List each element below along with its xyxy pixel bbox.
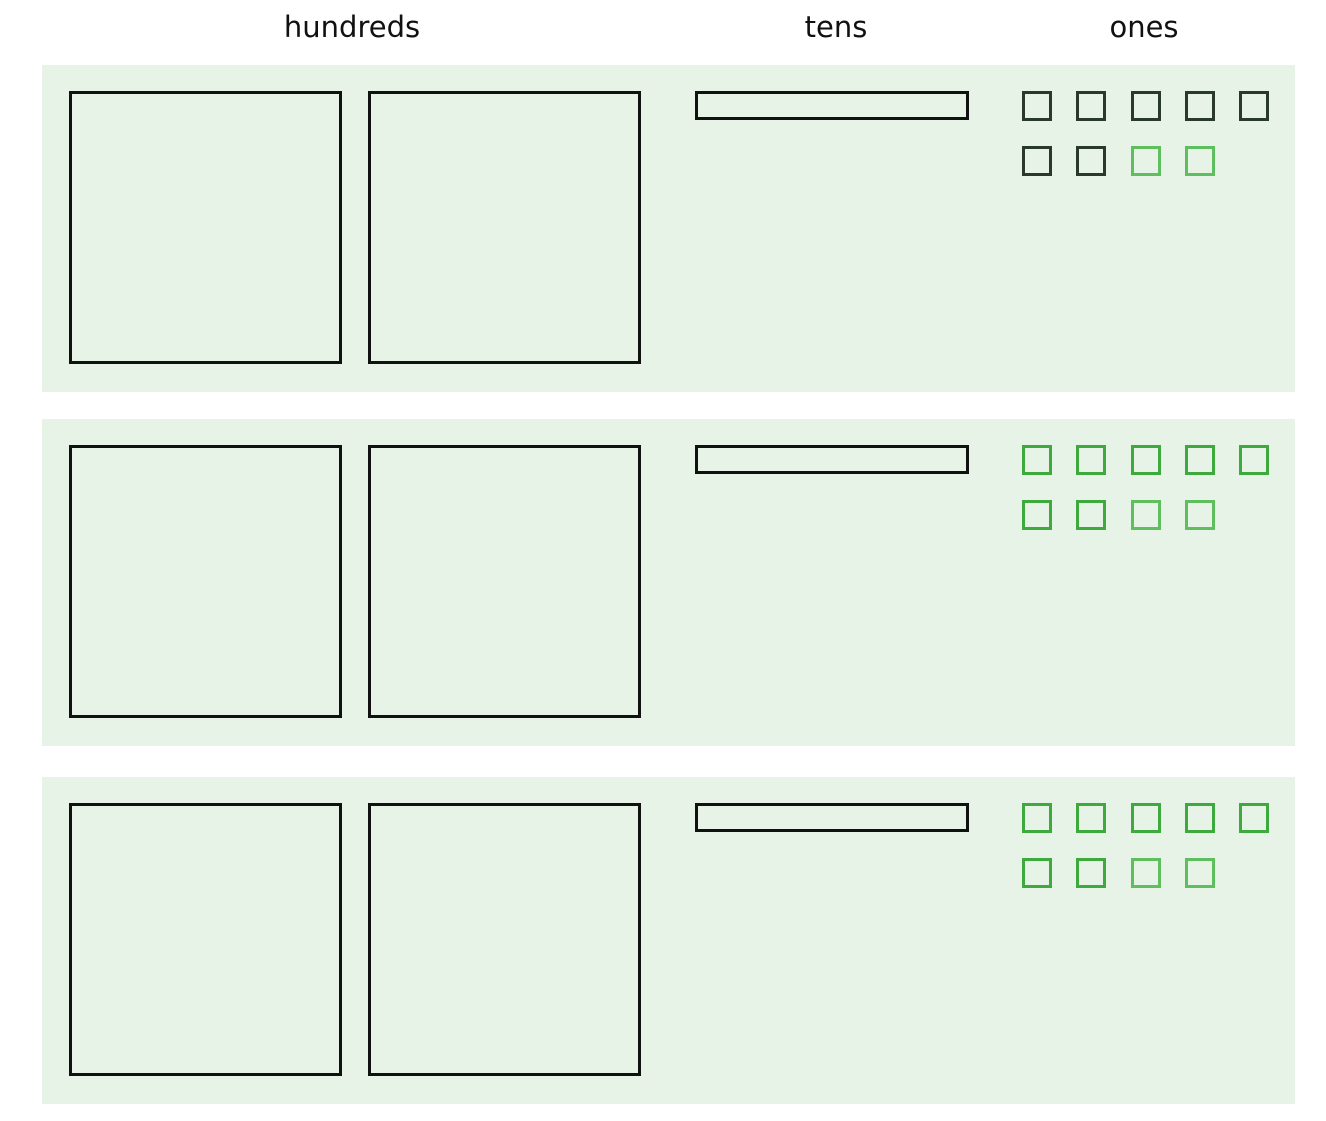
one-cube bbox=[1131, 858, 1161, 888]
hundred-block bbox=[368, 91, 641, 364]
one-cube bbox=[1076, 858, 1106, 888]
one-cube bbox=[1076, 803, 1106, 833]
one-cube bbox=[1185, 146, 1215, 176]
one-cube bbox=[1185, 91, 1215, 121]
one-cube bbox=[1076, 500, 1106, 530]
one-cube bbox=[1185, 803, 1215, 833]
one-cube bbox=[1022, 858, 1052, 888]
one-cube bbox=[1022, 445, 1052, 475]
one-cube bbox=[1239, 803, 1269, 833]
one-cube bbox=[1131, 91, 1161, 121]
one-cube bbox=[1239, 91, 1269, 121]
one-cube bbox=[1131, 146, 1161, 176]
one-cube bbox=[1076, 91, 1106, 121]
hundred-block bbox=[368, 803, 641, 1076]
hundred-block bbox=[69, 445, 342, 718]
one-cube bbox=[1022, 803, 1052, 833]
one-cube bbox=[1185, 858, 1215, 888]
ten-rod bbox=[695, 803, 969, 832]
one-cube bbox=[1076, 445, 1106, 475]
place-value-row-3 bbox=[42, 777, 1295, 1104]
one-cube bbox=[1022, 91, 1052, 121]
one-cube bbox=[1185, 445, 1215, 475]
one-cube bbox=[1185, 500, 1215, 530]
ten-rod bbox=[695, 445, 969, 474]
one-cube bbox=[1022, 500, 1052, 530]
one-cube bbox=[1239, 445, 1269, 475]
ten-rod bbox=[695, 91, 969, 120]
header-hundreds: hundreds bbox=[283, 10, 421, 44]
hundred-block bbox=[69, 91, 342, 364]
one-cube bbox=[1022, 146, 1052, 176]
place-value-row-2 bbox=[42, 419, 1295, 746]
place-value-row-1 bbox=[42, 65, 1295, 392]
header-tens: tens bbox=[804, 10, 868, 44]
one-cube bbox=[1131, 445, 1161, 475]
hundred-block bbox=[69, 803, 342, 1076]
one-cube bbox=[1131, 803, 1161, 833]
hundred-block bbox=[368, 445, 641, 718]
one-cube bbox=[1076, 146, 1106, 176]
header-ones: ones bbox=[1109, 10, 1179, 44]
one-cube bbox=[1131, 500, 1161, 530]
